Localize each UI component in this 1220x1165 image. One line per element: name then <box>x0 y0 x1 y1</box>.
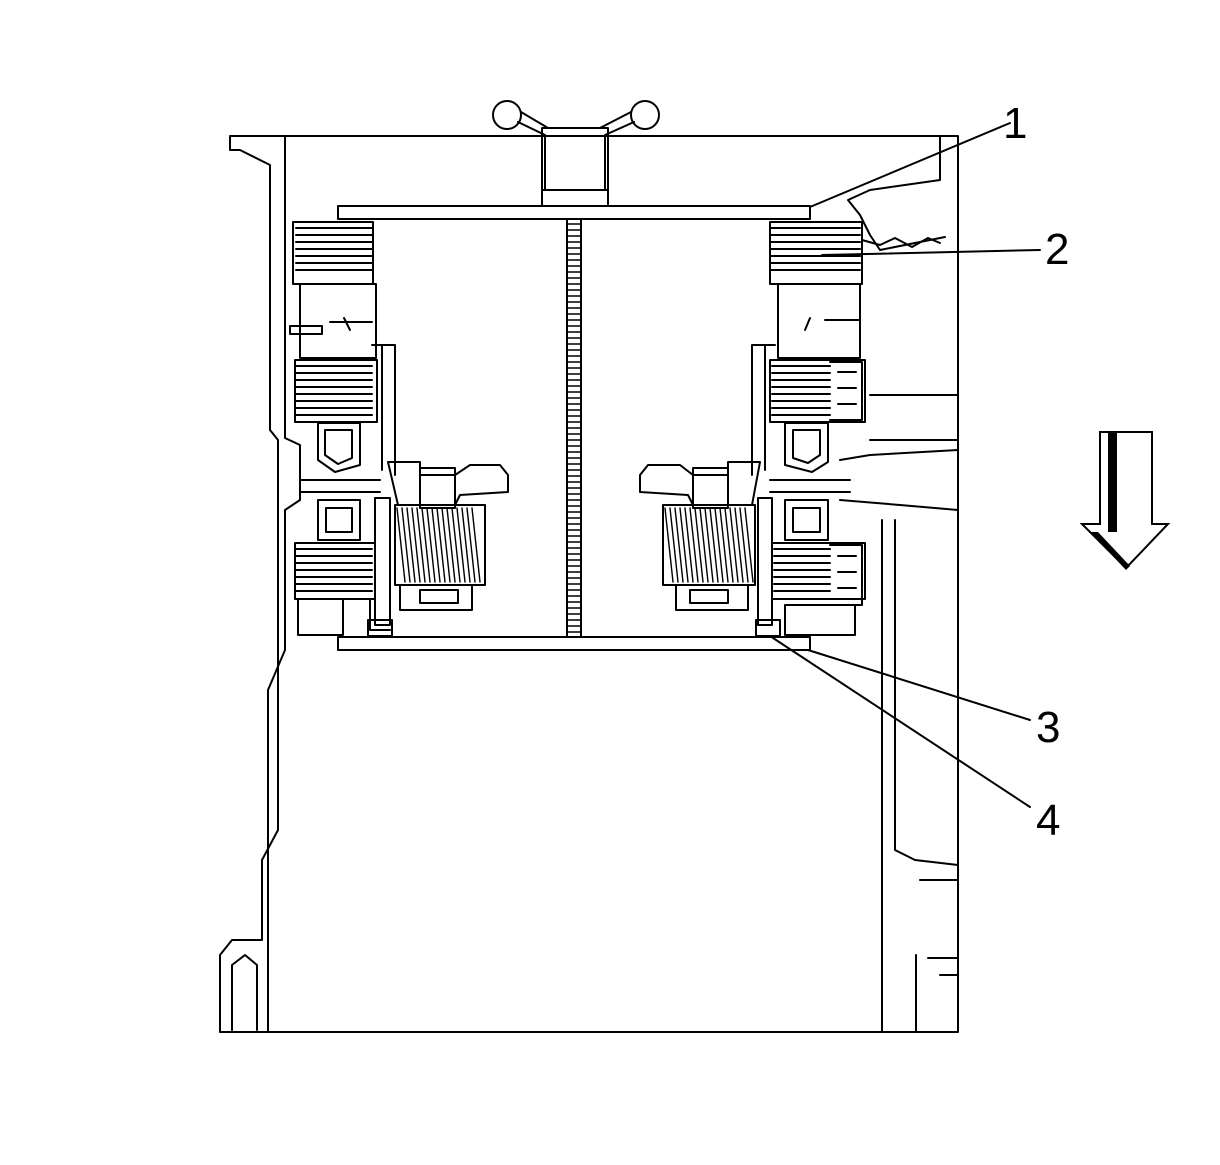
callout-label-3: 3 <box>1036 703 1061 752</box>
leader-line-3 <box>807 649 1031 721</box>
callout-label-4: 4 <box>1036 796 1061 845</box>
housing-broken-edge <box>861 237 941 248</box>
housing-left-foot <box>231 954 258 1031</box>
down-arrow-icon <box>1079 431 1171 570</box>
left-middle-clutch-pack <box>294 344 396 476</box>
leader-line-1 <box>809 122 1011 208</box>
housing-right-lower <box>881 519 959 1033</box>
wing-nut-body <box>541 127 609 207</box>
compressor-top-plate <box>337 205 811 220</box>
housing-outline <box>219 135 959 1033</box>
wing-nut-right-ball <box>630 100 660 130</box>
left-upper-clutch-pack <box>289 221 377 359</box>
callout-label-2: 2 <box>1045 225 1070 274</box>
leader-line-4 <box>769 635 1031 808</box>
right-piston-seals <box>769 422 851 541</box>
housing-right-flange <box>839 394 959 511</box>
wing-nut-arms <box>517 111 635 191</box>
left-planetary-gear <box>367 461 509 637</box>
compressor-bottom-plate <box>337 636 811 651</box>
left-lower-clutch-pack <box>294 542 391 636</box>
housing-inner-wall-left <box>267 135 301 1033</box>
leader-line-2 <box>821 249 1041 256</box>
rod-thread-marks <box>566 223 582 633</box>
right-middle-clutch-pack <box>751 344 866 476</box>
callout-label-1: 1 <box>1003 99 1028 148</box>
left-piston-seals <box>299 422 381 541</box>
wing-nut-left-ball <box>492 100 522 130</box>
right-upper-clutch-pack <box>769 221 863 359</box>
right-lower-clutch-pack <box>771 542 866 636</box>
housing-inner-wall-right <box>847 135 946 251</box>
right-planetary-gear <box>639 461 781 637</box>
